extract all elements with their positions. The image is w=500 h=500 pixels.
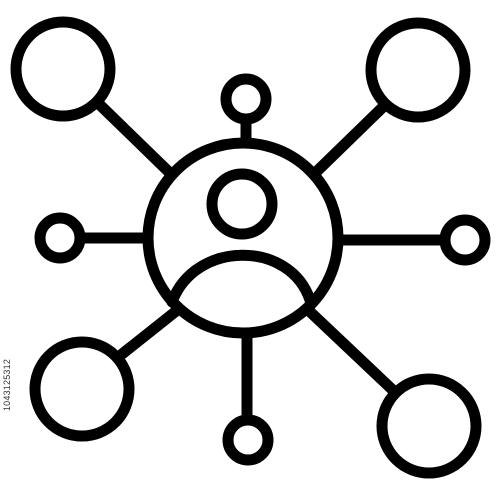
node-top-small — [220, 73, 272, 125]
stock-id-watermark: 1043125312 — [2, 330, 12, 440]
node-left-small — [34, 212, 86, 264]
node-bottom-small — [222, 414, 274, 466]
connector-top-left — [94, 99, 178, 181]
connector-bottom-right — [299, 301, 404, 401]
connector-lines — [70, 99, 454, 426]
node-bottom-left — [29, 336, 135, 442]
node-top-right — [365, 17, 471, 123]
node-top-left — [10, 16, 116, 122]
node-bottom-right — [376, 373, 482, 479]
connector-bottom-left — [106, 302, 186, 368]
user-shoulders-icon — [166, 249, 316, 308]
user-head-icon — [206, 168, 278, 240]
central-user-node — [142, 137, 344, 339]
node-right-small — [439, 214, 491, 266]
stock-id-text: 1043125312 — [2, 358, 12, 412]
connector-top-right — [304, 100, 390, 184]
